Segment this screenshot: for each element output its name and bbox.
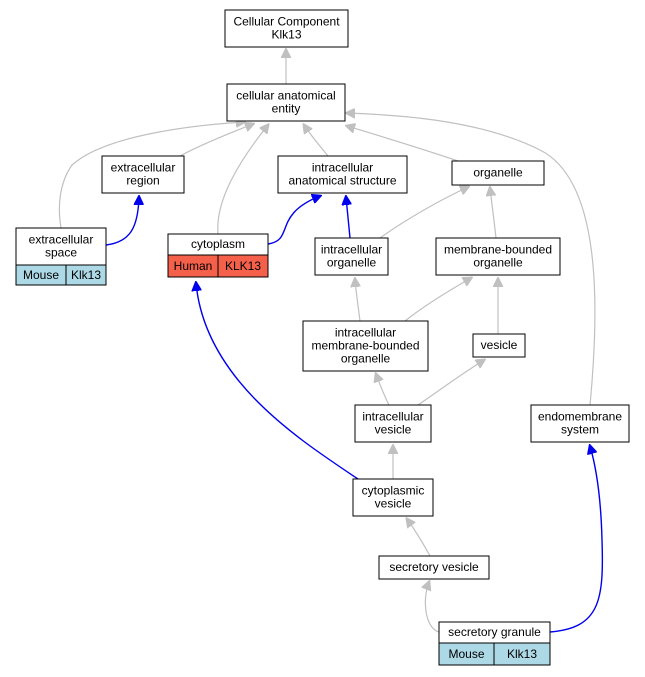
node-label-line: organelle <box>327 256 377 270</box>
edge-endomembrane-system-to-cae <box>347 113 596 406</box>
node-label-line: vesicle <box>375 497 412 511</box>
node-box <box>15 227 107 266</box>
node-label-line: extracellular <box>29 233 94 247</box>
node-label-line: membrane-bounded <box>444 243 552 257</box>
edge-intracellular-anatomical-structure-to-cae <box>304 125 329 157</box>
node-label-line: endomembrane <box>538 410 622 424</box>
edge-intracellular-membrane-bounded-organelle-to-membrane-bounded-organelle <box>404 278 471 322</box>
annotation-cell <box>493 642 551 666</box>
node-label-line: intracellular <box>335 326 396 340</box>
node-label-line: cytoplasmic <box>362 484 425 498</box>
node-box <box>352 478 434 517</box>
annotation-cell-label: Mouse <box>448 647 484 661</box>
node-box <box>277 155 408 194</box>
edge-intracellular-membrane-bounded-organelle-to-intracellular-organelle <box>355 279 360 322</box>
node-vesicle[interactable]: vesicle <box>472 333 526 358</box>
node-label-line: vesicle <box>375 423 412 437</box>
node-label-line: extracellular <box>111 161 176 175</box>
node-box <box>302 320 429 372</box>
node-box <box>226 83 346 122</box>
annotation-cell-label: KLK13 <box>225 259 261 273</box>
annotation-cell-label: Klk13 <box>71 268 101 282</box>
edge-extracellular-space-to-extracellular-region <box>105 197 139 246</box>
annotation-cell <box>217 254 269 278</box>
annotation-cell-label: Klk13 <box>507 647 537 661</box>
edge-secretory-granule-to-secretory-vesicle <box>425 582 440 633</box>
node-label-line: entity <box>272 102 301 116</box>
node-label-line: organelle <box>473 166 523 180</box>
annotation-cell <box>65 264 107 286</box>
node-label-line: anatomical structure <box>288 174 396 188</box>
edge-membrane-bounded-organelle-to-organelle <box>490 188 497 239</box>
node-label-line: secretory vesicle <box>389 560 479 574</box>
edge-intracellular-organelle-to-organelle <box>379 187 468 239</box>
node-label-line: intracellular <box>362 410 423 424</box>
edge-intracellular-vesicle-to-intracellular-membrane-bounded-organelle <box>376 374 390 406</box>
edge-secretory-vesicle-to-cytoplasmic-vesicle <box>407 519 431 557</box>
node-label-line: membrane-bounded <box>311 339 419 353</box>
edge-extracellular-region-to-cae <box>179 124 253 157</box>
node-label-line: Klk13 <box>271 28 301 42</box>
node-box <box>224 9 349 48</box>
node-box <box>451 160 545 186</box>
node-box <box>435 237 561 276</box>
node-label-line: system <box>561 423 599 437</box>
node-label-line: cellular anatomical <box>236 89 335 103</box>
node-label-line: organelle <box>473 256 523 270</box>
edges-layer <box>58 50 604 633</box>
node-box <box>354 404 432 443</box>
node-box <box>378 555 490 580</box>
edge-extracellular-space-to-cae <box>58 122 244 229</box>
node-label-line: organelle <box>341 352 391 366</box>
node-organelle[interactable]: organelle <box>451 160 545 186</box>
edge-cytoplasm-to-cae <box>217 125 268 235</box>
edge-cytoplasmic-vesicle-to-cytoplasm <box>196 283 359 480</box>
edge-intracellular-vesicle-to-vesicle <box>417 360 484 406</box>
node-secretory-vesicle[interactable]: secretory vesicle <box>378 555 490 580</box>
edge-intracellular-organelle-to-intracellular-anatomical-structure <box>346 197 350 239</box>
annotation-cell-label: Mouse <box>23 268 59 282</box>
node-label-line: Cellular Component <box>233 15 340 29</box>
node-label-line: space <box>45 246 77 260</box>
node-label-line: cytoplasm <box>191 237 245 251</box>
edge-secretory-granule-to-endomembrane-system <box>549 446 604 633</box>
node-label-line: region <box>126 174 159 188</box>
annotation-cell-label: Human <box>174 259 213 273</box>
node-box <box>314 237 389 276</box>
node-box <box>472 333 526 358</box>
node-label-line: secretory granule <box>448 625 541 639</box>
node-box <box>101 155 185 194</box>
edge-cytoplasm-to-intracellular-anatomical-structure <box>267 196 320 245</box>
node-label-line: intracellular <box>312 161 373 175</box>
node-box <box>530 404 630 443</box>
edge-organelle-to-cae <box>347 126 459 162</box>
node-label-line: intracellular <box>321 243 382 257</box>
node-label-line: vesicle <box>481 338 518 352</box>
